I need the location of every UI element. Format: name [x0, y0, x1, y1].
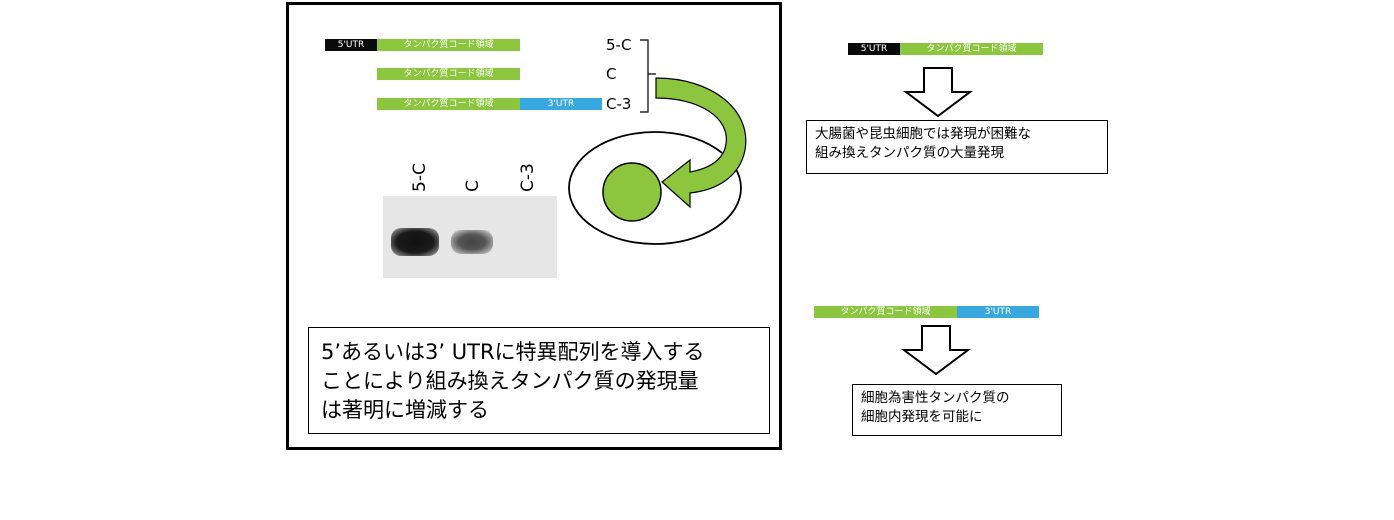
right-bottom-result-line-2: 細胞内発現を可能に — [861, 409, 983, 425]
right-top-result-box: 大腸菌や昆虫細胞では発現が困難な 組み換えタンパク質の大量発現 — [806, 120, 1108, 174]
summary-text-box: 5’あるいは3’ UTRに特異配列を導入する ことにより組み換えタンパク質の発現… — [308, 327, 770, 434]
blot-band-5c — [391, 228, 439, 256]
right-top-result-line-1: 大腸菌や昆虫細胞では発現が困難な — [815, 126, 1031, 142]
summary-line-1: 5’あるいは3’ UTRに特異配列を導入する — [321, 340, 705, 364]
summary-line-2: ことにより組み換えタンパク質の発現量 — [321, 369, 699, 393]
blot-band-c — [451, 230, 493, 254]
right-bottom-result-box: 細胞為害性タンパク質の 細胞内発現を可能に — [852, 384, 1062, 436]
construct-c-label: C — [606, 65, 617, 83]
construct-5c-cds: タンパク質コード領域 — [377, 39, 520, 51]
construct-bracket — [640, 39, 656, 113]
construct-c3-label: C-3 — [606, 95, 632, 113]
summary-line-3: は著明に増減する — [321, 398, 489, 422]
right-bottom-cds: タンパク質コード領域 — [814, 306, 957, 318]
construct-c3-utr3: 3'UTR — [520, 98, 602, 110]
construct-5c-label: 5-C — [606, 36, 632, 54]
right-top-utr5: 5'UTR — [848, 43, 900, 55]
western-blot-image — [383, 196, 557, 278]
construct-5c-utr5: 5'UTR — [325, 39, 377, 51]
curved-green-arrow — [655, 77, 747, 209]
right-top-result-line-2: 組み換えタンパク質の大量発現 — [815, 145, 1004, 161]
right-bottom-utr3: 3'UTR — [957, 306, 1039, 318]
nucleus-circle — [602, 162, 662, 222]
down-arrow-icon — [901, 325, 971, 376]
right-top-cds: タンパク質コード領域 — [900, 43, 1043, 55]
cell-ellipse — [568, 131, 742, 245]
right-bottom-result-line-1: 細胞為害性タンパク質の — [861, 390, 1010, 406]
construct-c-cds: タンパク質コード領域 — [377, 68, 520, 80]
construct-c3-cds: タンパク質コード領域 — [377, 98, 520, 110]
left-panel-frame — [286, 2, 782, 450]
down-arrow-icon — [903, 67, 973, 118]
